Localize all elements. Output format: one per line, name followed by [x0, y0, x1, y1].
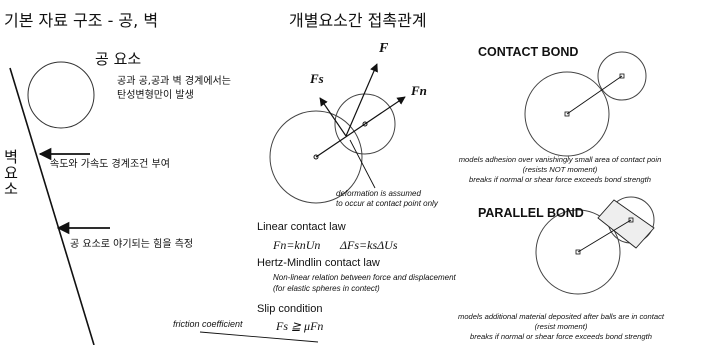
- contact-ball-large: [524, 71, 610, 157]
- ball-b-center: [362, 121, 368, 127]
- contact-center-line: [566, 75, 623, 115]
- left-title: 기본 자료 구조 - 공, 벽: [4, 11, 159, 30]
- contact-bond-caption-1: models adhesion over vanishingly small a…: [458, 155, 662, 164]
- force-F-label: F: [379, 41, 389, 56]
- contact-center-b: [619, 73, 625, 79]
- right-title: 개별요소간 접촉관계: [289, 11, 427, 30]
- linear-law-title: Linear contact law: [257, 221, 346, 233]
- ball-element-circle: [27, 61, 95, 129]
- ball-a-center: [313, 154, 319, 160]
- hertz-note-line-2: (for elastic spheres in contect): [273, 284, 380, 293]
- contact-center-a: [564, 111, 570, 117]
- contact-bond-caption-3: breaks if normal or shear force exceeds …: [469, 175, 651, 184]
- boundary-note-line-1: 공과 공,공과 벽 경계에서는: [117, 76, 231, 87]
- boundary-note-line-2: 탄성변형만이 발생: [117, 90, 194, 101]
- ball-a-circle: [269, 110, 363, 204]
- center-line: [315, 96, 406, 158]
- parallel-bond-material: [597, 199, 655, 249]
- slip-formula: Fs ≧ μFn: [276, 319, 324, 333]
- contact-bond-caption-2: (resists NOT moment): [522, 165, 598, 174]
- contact-ball-small: [597, 51, 647, 101]
- ball-element-label: 공 요소: [95, 50, 142, 68]
- ball-b-circle: [334, 93, 396, 155]
- parallel-center-b: [628, 217, 634, 223]
- parallel-bond-caption-1: models additional material deposited aft…: [458, 312, 664, 321]
- wall-element-label: 벽 요소: [4, 148, 18, 198]
- parallel-bond-title: PARALLEL BOND: [478, 206, 584, 220]
- force-F-arrow: [345, 63, 378, 137]
- force-Fs-arrow: [319, 97, 347, 137]
- friction-coefficient-label: friction coefficient: [173, 319, 243, 329]
- linear-formula-shear: ΔFs=ksΔUs: [340, 238, 398, 252]
- contact-bond-title: CONTACT BOND: [478, 45, 579, 59]
- force-measure-note: 공 요소로 야기되는 힘을 측정: [70, 239, 194, 250]
- deformation-note-line-2: to occur at contact point only: [336, 199, 438, 208]
- parallel-center-a: [575, 249, 581, 255]
- linear-formula-normal: Fn=knUn: [273, 238, 321, 252]
- hertz-law-title: Hertz-Mindlin contact law: [257, 257, 380, 269]
- deformation-note-line-1: deformation is assumed: [336, 189, 421, 198]
- deformation-pointer: [349, 139, 376, 189]
- hertz-note-line-1: Non-linear relation between force and di…: [273, 273, 456, 282]
- parallel-bond-caption-2: (resist moment): [534, 322, 588, 331]
- parallel-ball-large: [535, 209, 621, 295]
- force-Fn-label: Fn: [411, 83, 427, 98]
- friction-underline: [199, 331, 319, 343]
- slip-condition-title: Slip condition: [257, 303, 323, 315]
- velocity-boundary-note: 속도와 가속도 경계조건 부여: [50, 159, 170, 170]
- parallel-bond-caption-3: breaks if normal or shear force exceeds …: [470, 332, 652, 341]
- parallel-center-line: [577, 219, 632, 253]
- wall-line: [9, 67, 95, 345]
- force-Fs-label: Fs: [310, 71, 324, 86]
